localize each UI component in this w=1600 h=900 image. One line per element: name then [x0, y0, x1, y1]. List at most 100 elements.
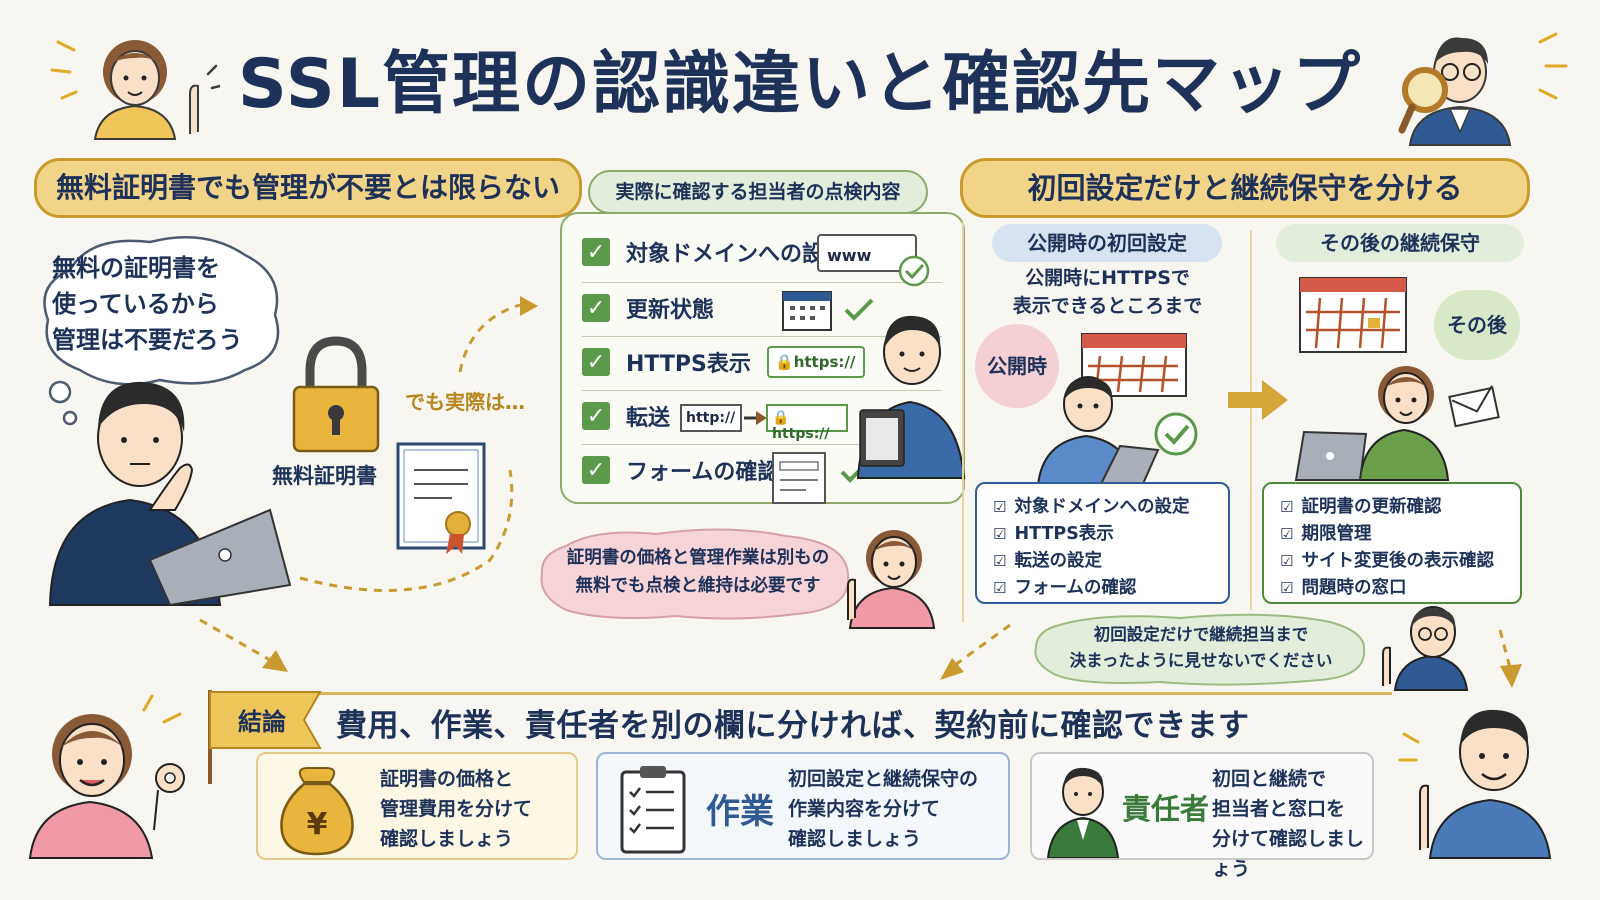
checkbox-icon: ☑ [1280, 579, 1294, 597]
http-text: http:// [686, 410, 736, 426]
initial-caption-line-2: 表示できるところまで [1012, 295, 1203, 317]
check-icon: ✓ [582, 402, 610, 430]
check-icon: ✓ [582, 456, 610, 484]
ongoing-item: ☑問題時の窓口 [1280, 578, 1407, 598]
checkbox-icon: ☑ [993, 579, 1007, 597]
https-text: https:// [772, 426, 830, 442]
ongoing-list: ☑証明書の更新確認 ☑期限管理 ☑サイト変更後の表示確認 ☑問題時の窓口 [1262, 482, 1522, 604]
green-note-line-2: 決まったように見せないでください [1069, 651, 1333, 670]
work-card-label: 作業 [706, 792, 774, 832]
separator [1250, 230, 1252, 610]
woman-pointing-illustration [50, 40, 220, 140]
initial-item: ☑HTTPS表示 [993, 524, 1114, 544]
https-text: https:// [793, 353, 856, 371]
manager-icon [1046, 767, 1120, 858]
pink-note-line-1: 証明書の価格と管理作業は別もの [566, 548, 830, 568]
check-row-form: ✓ フォームの確認 [582, 446, 779, 494]
inspector-illustration [856, 315, 966, 479]
flag-shape [208, 690, 322, 784]
man-magnifier-illustration [1398, 32, 1568, 146]
svg-text:¥: ¥ [307, 807, 328, 842]
left-banner: 無料証明書でも管理が不要とは限らない [34, 158, 582, 218]
ongoing-item: ☑期限管理 [1280, 524, 1372, 544]
check-icon: ✓ [582, 238, 610, 266]
ongoing-item: ☑証明書の更新確認 [1280, 497, 1442, 517]
check-circle-icon [898, 255, 930, 287]
thought-line-2: 使っているから [52, 290, 219, 318]
man-pointing-illustration [1382, 606, 1469, 691]
separator [962, 222, 964, 622]
initial-item: ☑転送の設定 [993, 551, 1102, 571]
check-label: HTTPS表示 [626, 352, 751, 377]
initial-worker-illustration [1036, 376, 1198, 487]
pink-note-shape [540, 528, 850, 620]
ongoing-heading: その後の継続保守 [1276, 224, 1524, 262]
https-target-badge: 🔒https:// [766, 404, 848, 442]
conclusion-flag: 結論 [238, 708, 286, 736]
www-text: www [827, 246, 872, 265]
checkbox-icon: ☑ [1280, 498, 1294, 516]
calendar-icon [782, 291, 832, 331]
green-note-line-1: 初回設定だけで継続担当まで [1093, 625, 1309, 644]
check-icon: ✓ [582, 294, 610, 322]
later-badge: その後 [1434, 290, 1520, 360]
ongoing-worker-illustration [1294, 366, 1500, 481]
check-label: 転送 [626, 406, 671, 431]
conclusion-headline: 費用、作業、責任者を別の欄に分ければ、契約前に確認できます [336, 708, 1250, 744]
initial-item: ☑フォームの確認 [993, 578, 1137, 598]
certificate-icon [396, 442, 486, 554]
conclusion-line [212, 692, 1392, 695]
owner-card-text: 初回と継続で 担当者と窓口を 分けて確認しましょう [1212, 768, 1365, 880]
right-banner: 初回設定だけと継続保守を分ける [960, 158, 1530, 218]
check-row-redirect: ✓ 転送 [582, 392, 670, 440]
check-heading: 実際に確認する担当者の点検内容 [588, 170, 928, 214]
thought-line-3: 管理は不要だろう [52, 326, 243, 354]
calendar-icon [1081, 333, 1187, 397]
page-title: SSL管理の認識違いと確認先マップ [237, 45, 1363, 124]
browser-icon: www [817, 234, 917, 272]
owner-card: 責任者 初回と継続で 担当者と窓口を 分けて確認しましょう [1030, 752, 1374, 880]
woman-ok-illustration [28, 694, 185, 859]
pink-note-line-2: 無料でも点検と維持は必要です [575, 576, 821, 596]
http-badge: http:// [680, 404, 742, 432]
check-label: 対象ドメインへの設定 [626, 242, 847, 267]
initial-heading: 公開時の初回設定 [992, 224, 1222, 262]
clipboard-icon [620, 766, 686, 854]
green-check-icon [844, 298, 874, 321]
lock-label: 無料証明書 [272, 464, 377, 488]
cost-card: ¥ 証明書の価格と 管理費用を分けて 確認しましょう [256, 752, 578, 860]
checkbox-icon: ☑ [1280, 525, 1294, 543]
green-note: 初回設定だけで継続担当まで 決まったように見せないでください [1040, 622, 1362, 674]
checkbox-icon: ☑ [993, 525, 1007, 543]
work-card-text: 初回設定と継続保守の 作業内容を分けて 確認しましょう [788, 768, 979, 850]
thinking-man-illustration [48, 381, 292, 607]
check-row-domain: ✓ 対象ドメインへの設定 [582, 228, 846, 276]
check-label: フォームの確認 [626, 460, 780, 485]
checkbox-icon: ☑ [993, 498, 1007, 516]
thought-bubble-shape [43, 235, 280, 426]
money-bag-icon: ¥ [280, 767, 354, 856]
padlock-icon [292, 336, 380, 453]
woman-pointing-illustration [847, 530, 936, 629]
https-badge: 🔒https:// [767, 346, 865, 378]
right-arrow-icon [1228, 380, 1288, 420]
redirect-arrow-icon [744, 411, 767, 425]
check-row-https: ✓ HTTPS表示 [582, 338, 751, 386]
pink-note: 証明書の価格と管理作業は別もの 無料でも点検と維持は必要です [548, 544, 848, 600]
cost-card-text: 証明書の価格と 管理費用を分けて 確認しましょう [380, 768, 533, 850]
checkbox-icon: ☑ [993, 552, 1007, 570]
launch-badge: 公開時 [975, 324, 1059, 408]
initial-item: ☑対象ドメインへの設定 [993, 497, 1190, 517]
check-row-renewal: ✓ 更新状態 [582, 284, 714, 332]
transition-label: でも実際は… [405, 390, 525, 414]
thought-text: 無料の証明書を 使っているから 管理は不要だろう [52, 250, 262, 358]
thought-line-1: 無料の証明書を [52, 254, 220, 282]
initial-caption-line-1: 公開時にHTTPSで [1025, 267, 1190, 289]
check-icon: ✓ [582, 348, 610, 376]
green-note-shape [1034, 613, 1366, 686]
work-card: 作業 初回設定と継続保守の 作業内容を分けて 確認しましょう [596, 752, 1010, 860]
initial-list: ☑対象ドメインへの設定 ☑HTTPS表示 ☑転送の設定 ☑フォームの確認 [975, 482, 1230, 604]
ongoing-item: ☑サイト変更後の表示確認 [1280, 551, 1494, 571]
initial-caption: 公開時にHTTPSで 表示できるところまで [975, 264, 1240, 320]
checkbox-icon: ☑ [1280, 552, 1294, 570]
